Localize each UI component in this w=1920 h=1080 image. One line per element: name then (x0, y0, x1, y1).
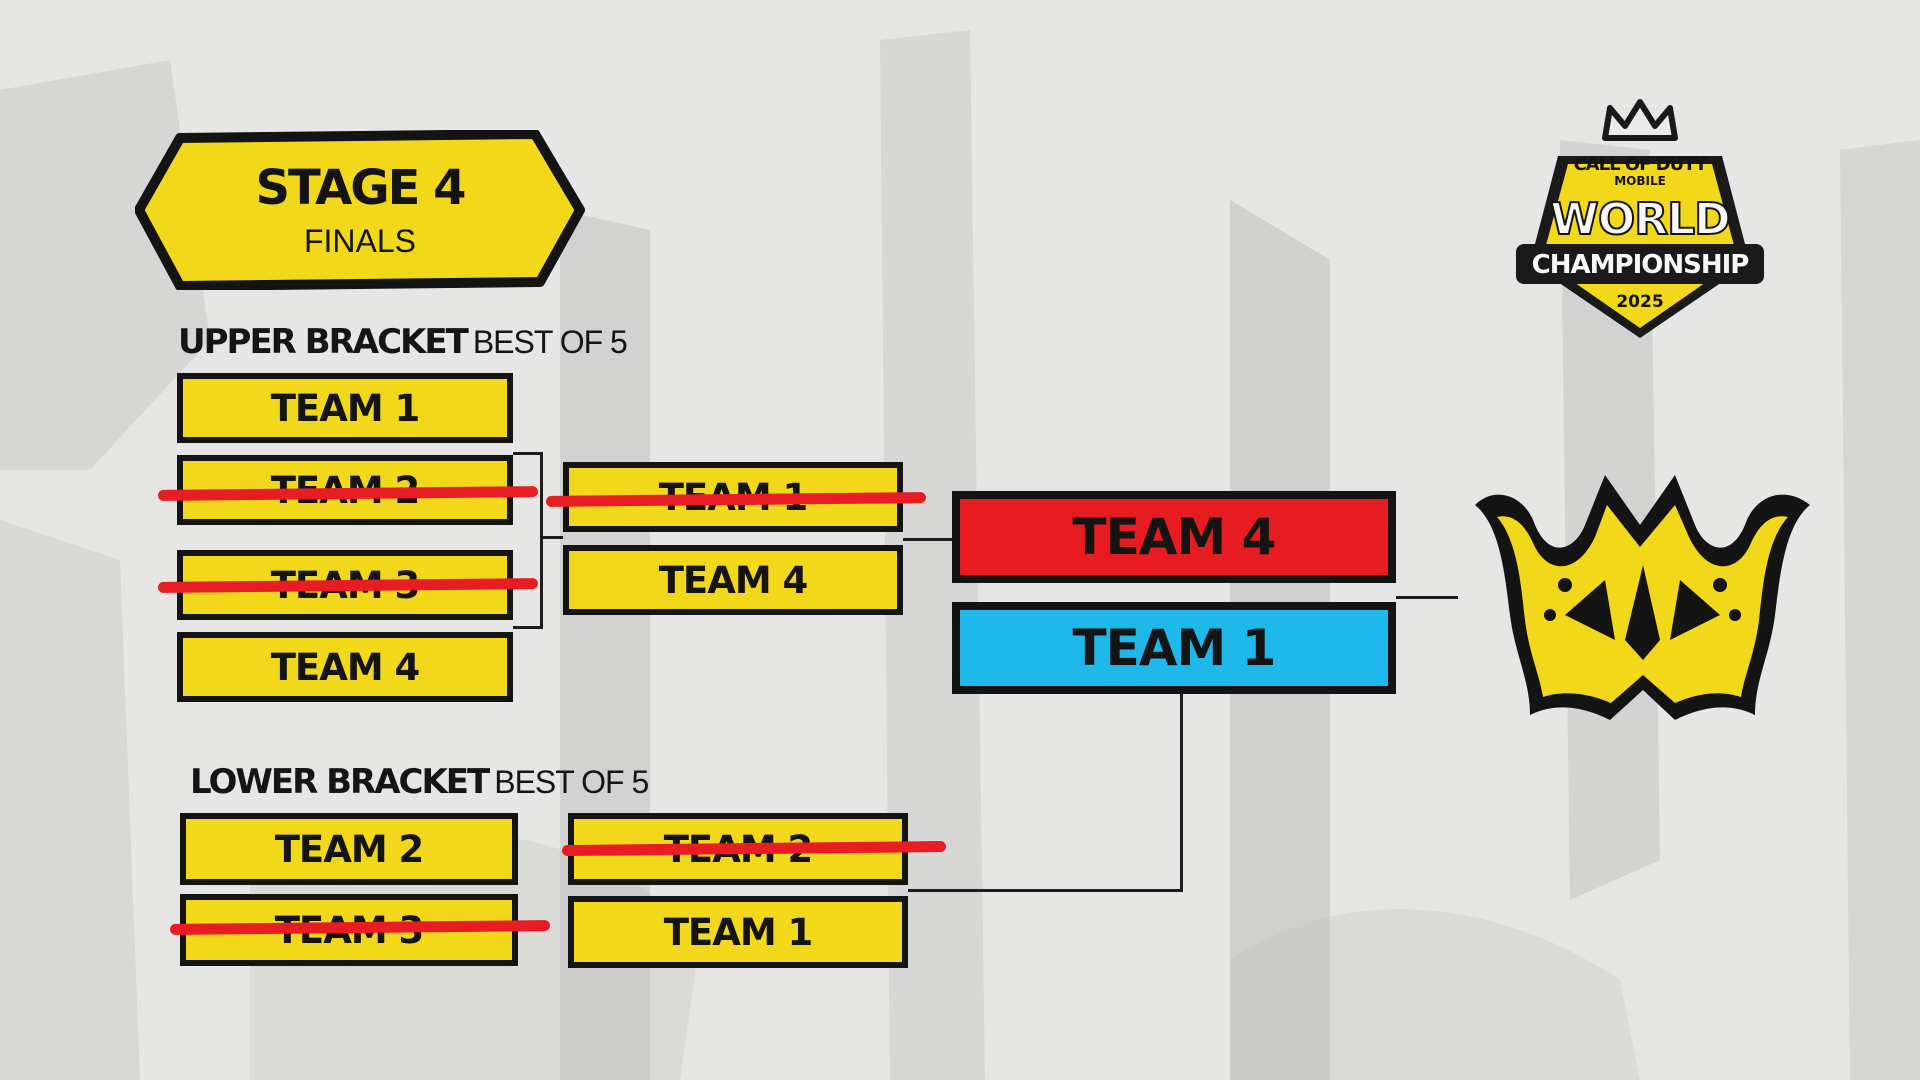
world-championship-logo: CALL OF DUTY MOBILE WORLD CHAMPIONSHIP 2… (1510, 98, 1770, 348)
stage-badge: STAGE 4 FINALS (135, 130, 585, 290)
lower-r1-slot-1: TEAM 2 (180, 813, 518, 885)
team-name: TEAM 2 (274, 827, 425, 871)
bracket-connector (543, 536, 563, 539)
upper-r1-slot-4: TEAM 4 (177, 632, 513, 702)
logo-line-3: WORLD (1549, 193, 1731, 246)
stage-subtitle: FINALS (303, 223, 417, 259)
grand-final-slot-2: TEAM 1 (952, 602, 1396, 694)
team-name: TEAM 4 (658, 558, 809, 602)
team-name: TEAM 1 (1072, 619, 1277, 677)
logo-line-1: CALL OF DUTY (1573, 154, 1707, 175)
bracket-connector (1180, 694, 1183, 892)
upper-r1-slot-1: TEAM 1 (177, 373, 513, 443)
team-name: TEAM 4 (270, 645, 421, 689)
bracket-connector (1396, 596, 1458, 599)
upper-bracket-format: BEST OF 5 (472, 324, 628, 360)
logo-line-4: CHAMPIONSHIP (1531, 250, 1750, 280)
grand-final-slot-1: TEAM 4 (952, 491, 1396, 583)
upper-bracket-title: UPPER BRACKET (178, 322, 469, 362)
crown-icon (1455, 465, 1830, 730)
bracket-connector (513, 626, 543, 629)
logo-year: 2025 (1616, 292, 1664, 312)
lower-bracket-title: LOWER BRACKET (190, 762, 490, 802)
team-name: TEAM 1 (663, 910, 814, 954)
bracket-connector (513, 452, 543, 455)
logo-line-2: MOBILE (1614, 174, 1666, 188)
team-name: TEAM 1 (270, 386, 421, 430)
upper-r2-slot-2: TEAM 4 (563, 545, 903, 615)
lower-r2-slot-2: TEAM 1 (568, 896, 908, 968)
bracket-connector (903, 538, 953, 541)
bracket-connector (908, 889, 1183, 892)
lower-bracket-format: BEST OF 5 (494, 764, 649, 800)
bracket-connector (540, 452, 543, 629)
team-name: TEAM 4 (1072, 508, 1277, 566)
stage-title: STAGE 4 (255, 160, 466, 216)
